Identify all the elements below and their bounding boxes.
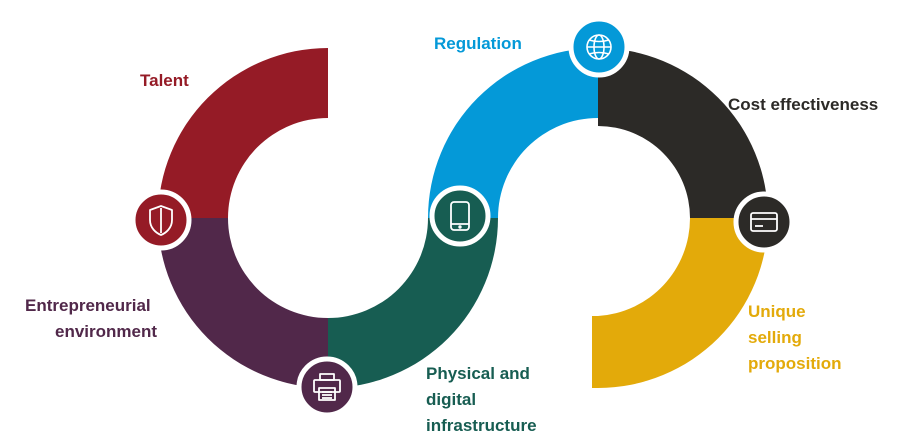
talent-label: Talent (140, 68, 189, 94)
unique-selling-proposition-label: Unique selling proposition (748, 299, 841, 377)
entrepreneurial-label-line-2: environment (55, 322, 158, 341)
talent-segment (158, 48, 328, 218)
cost-effectiveness-label: Cost effectiveness (728, 92, 878, 118)
entrepreneurial-environment-segment (158, 218, 328, 388)
printer-icon (313, 373, 341, 401)
infrastructure-label-line-3: infrastructure (426, 416, 537, 435)
physical-digital-infrastructure-label: Physical and digital infrastructure (426, 361, 537, 439)
shield-icon (149, 205, 173, 236)
entrepreneurial-environment-label: Entrepreneurial environment (25, 293, 157, 345)
credit-card-icon (750, 212, 778, 232)
unique-selling-proposition-segment (592, 218, 768, 388)
infrastructure-label-line-2: digital (426, 390, 477, 409)
globe-icon (586, 34, 612, 60)
talent-label-line: Talent (140, 71, 189, 90)
regulation-icon-badge (568, 16, 630, 78)
entrepreneurial-icon-badge (296, 356, 358, 418)
infrastructure-icon-badge (429, 185, 491, 247)
entrepreneurial-label-line-1: Entrepreneurial (25, 296, 151, 315)
regulation-segment (428, 48, 598, 218)
cost-icon-badge (733, 191, 795, 253)
physical-digital-infrastructure-segment (328, 218, 498, 388)
usp-label-line-3: proposition (748, 354, 842, 373)
usp-label-line-1: Unique (748, 302, 806, 321)
cost-effectiveness-label-line: Cost effectiveness (728, 95, 879, 114)
regulation-label: Regulation (434, 31, 522, 57)
regulation-label-line: Regulation (434, 34, 522, 53)
talent-icon-badge (130, 189, 192, 251)
infrastructure-label-line-1: Physical and (426, 364, 530, 383)
mobile-phone-icon (450, 201, 470, 231)
usp-label-line-2: selling (748, 328, 802, 347)
cost-effectiveness-segment (598, 48, 768, 218)
